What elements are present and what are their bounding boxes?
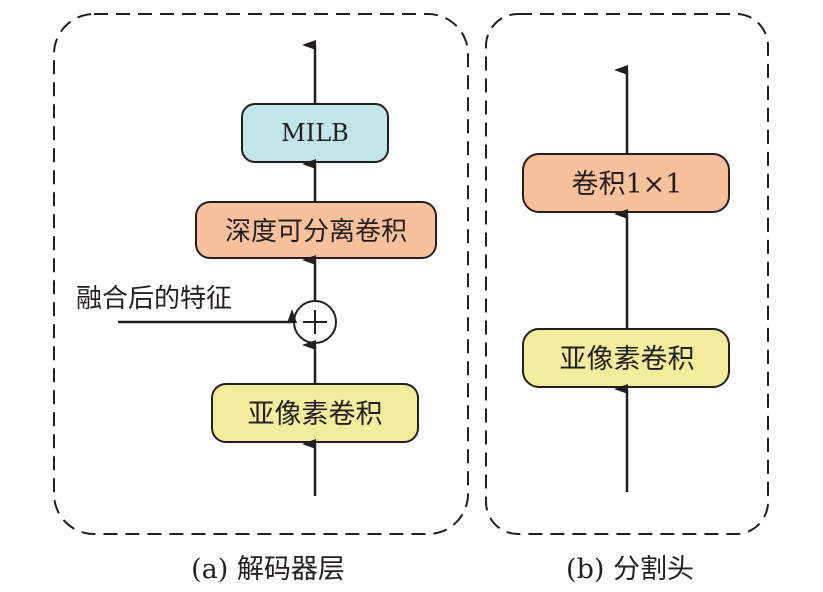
caption-a: (a) 解码器层 xyxy=(191,554,345,585)
add-node xyxy=(293,300,337,344)
fused-features-label: 融合后的特征 xyxy=(76,284,232,314)
block-conv1x1: 卷积1×1 xyxy=(522,153,730,213)
panel-a-frame xyxy=(53,13,469,535)
block-subpixel-conv-b: 亚像素卷积 xyxy=(522,328,730,388)
block-depthwise-conv-label: 深度可分离卷积 xyxy=(225,217,407,247)
caption-b: (b) 分割头 xyxy=(566,554,694,585)
block-conv1x1-label: 卷积1×1 xyxy=(572,169,683,200)
block-subpixel-conv-a: 亚像素卷积 xyxy=(211,383,419,443)
block-subpixel-conv-b-label: 亚像素卷积 xyxy=(560,344,695,375)
block-subpixel-conv-a-label: 亚像素卷积 xyxy=(248,399,383,430)
panel-b-frame xyxy=(485,13,769,535)
block-milb-label: MILB xyxy=(281,119,349,147)
block-depthwise-conv: 深度可分离卷积 xyxy=(195,201,437,259)
block-milb: MILB xyxy=(241,103,389,163)
